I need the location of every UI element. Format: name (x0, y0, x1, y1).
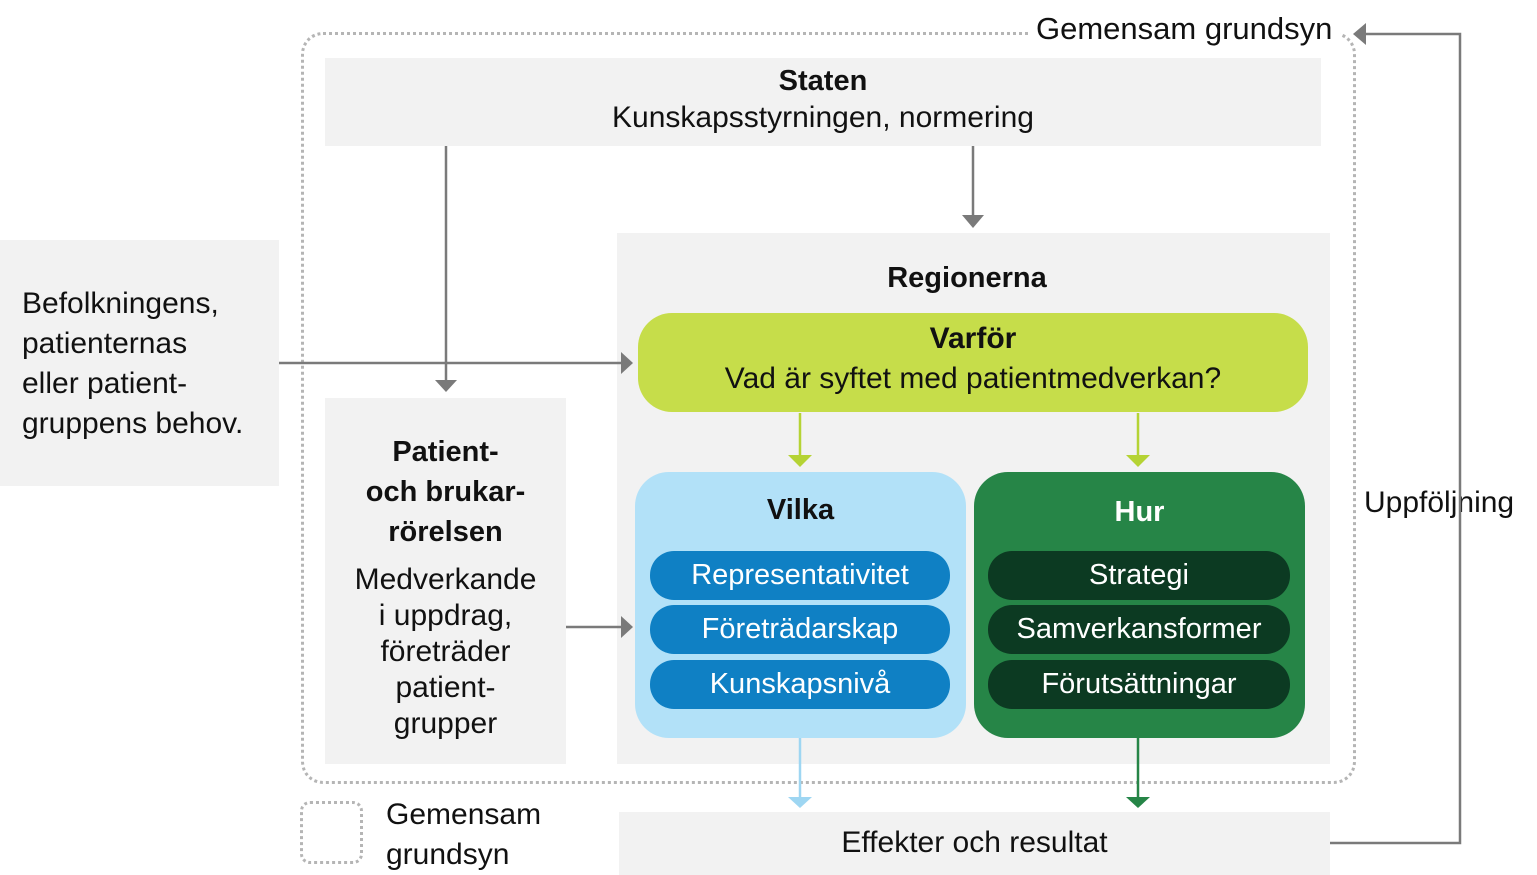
legend-text: Gemensam grundsyn (386, 795, 541, 875)
arrowhead-befolkning-varfor (621, 352, 633, 374)
patient-title-line: och brukar- (365, 476, 526, 508)
hur-item-samverkansformer: Samverkansformer (988, 605, 1290, 654)
staten-title: Staten (778, 65, 868, 97)
uppfoljning-label: Uppföljning (1364, 484, 1515, 522)
befolkning-line: patienternas (22, 327, 188, 360)
legend-dotted-swatch (300, 801, 363, 864)
legend-line: grundsyn (386, 838, 510, 871)
patient-body-line: patient- (395, 671, 496, 704)
frame-label: Gemensam grundsyn (1028, 11, 1341, 47)
varfor-box: Varför Vad är syftet med patientmedverka… (638, 313, 1308, 412)
staten-subtitle: Kunskapsstyrningen, normering (612, 101, 1034, 134)
patient-body-line: Medverkande (354, 563, 537, 596)
staten-box: Staten Kunskapsstyrningen, normering (325, 58, 1321, 146)
befolkning-line: Befolkningens, (22, 287, 219, 320)
arrowhead-patient-vilka (621, 616, 633, 638)
vilka-item-kunskapsniva: Kunskapsnivå (650, 660, 950, 709)
arrowhead-varfor-hur (1126, 455, 1150, 467)
hur-title: Hur (1114, 496, 1165, 528)
varfor-question: Vad är syftet med patientmedverkan? (724, 362, 1222, 395)
arrowhead-staten-regionerna (962, 215, 984, 228)
patient-body-line: i uppdrag, (378, 599, 513, 632)
befolkning-box: Befolkningens, patienternas eller patien… (0, 240, 279, 486)
effekter-label: Effekter och resultat (841, 826, 1108, 859)
befolkning-line: eller patient- (22, 367, 188, 400)
patient-title-line: rörelsen (388, 516, 503, 548)
patient-body-line: grupper (393, 707, 498, 740)
vilka-item-representativitet: Representativitet (650, 551, 950, 600)
hur-item-strategi: Strategi (988, 551, 1290, 600)
hur-item-forutsattningar: Förutsättningar (988, 660, 1290, 709)
patient-title-line: Patient- (392, 436, 499, 468)
vilka-item-foretradarskap: Företrädarskap (650, 605, 950, 654)
patient-body-line: företräder (380, 635, 511, 668)
arrowhead-staten-patient (435, 380, 457, 392)
arrowhead-uppfoljning (1353, 23, 1366, 45)
vilka-title: Vilka (766, 494, 835, 526)
arrowhead-vilka-effekter (788, 797, 812, 808)
effekter-box: Effekter och resultat (619, 812, 1330, 875)
arrowhead-varfor-vilka (788, 455, 812, 467)
patient-box: Patient- och brukar- rörelsen Medverkand… (325, 398, 566, 764)
arrow-uppfoljning-loop (1330, 32, 1462, 845)
arrowhead-hur-effekter (1126, 797, 1150, 808)
regionerna-title: Regionerna (887, 262, 1047, 294)
legend-line: Gemensam (386, 798, 542, 831)
varfor-title: Varför (929, 322, 1017, 355)
gemensam-grundsyn-frame (301, 32, 1356, 784)
befolkning-line: gruppens behov. (22, 407, 244, 440)
